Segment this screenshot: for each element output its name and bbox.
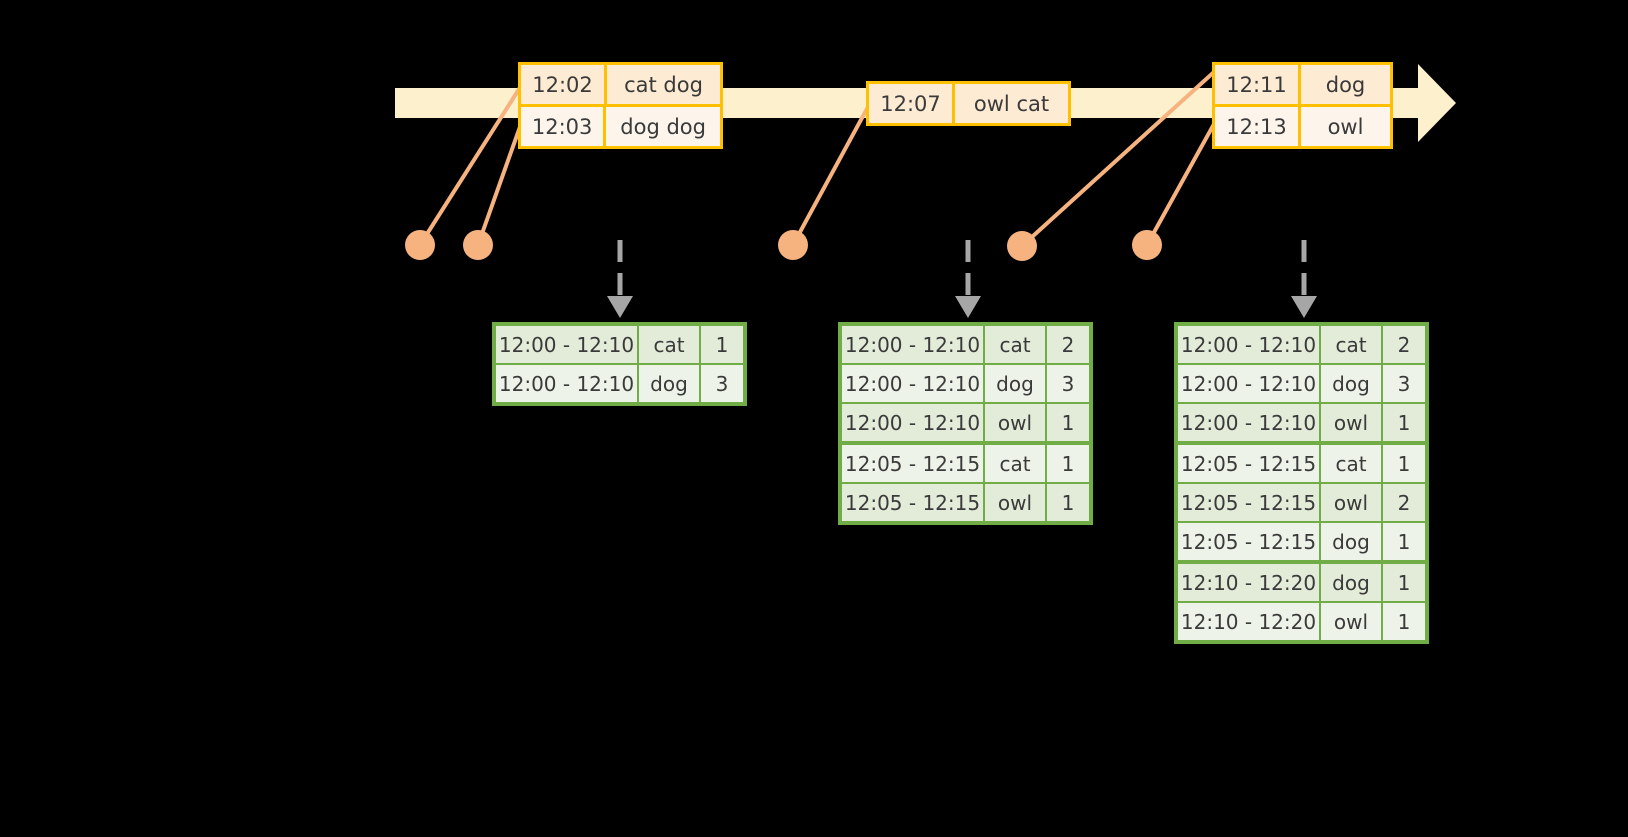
window-cell: 12:05 - 12:15 [1178,484,1321,521]
event-words: owl [1327,114,1364,139]
event-timestamp: 12:03 [521,107,607,146]
connector-lines [418,70,1216,248]
count-cell: 1 [1397,529,1411,554]
word-cell: cat [985,326,1047,363]
window-cell: 12:05 - 12:15 [1178,523,1321,560]
event-box[interactable]: 12:07 owl cat [866,81,1071,126]
word-cell: dog [1321,365,1383,402]
event-words: dog dog [620,114,706,139]
event-box[interactable]: 12:11 dog 12:13 owl [1212,62,1393,149]
count-cell: 1 [1397,570,1411,595]
event-timestamp: 12:02 [521,65,607,104]
count-cell: 3 [1397,371,1411,396]
word-cell: dog [985,365,1047,402]
connector-dot [1132,230,1162,260]
event-words: owl cat [973,91,1050,116]
event-box[interactable]: 12:02 cat dog 12:03 dog dog [518,62,723,149]
count-cell: 1 [1397,410,1411,435]
window-cell: 12:00 - 12:10 [496,326,639,363]
event-row: 12:03 dog dog [521,104,720,146]
window-cell: 12:10 - 12:20 [1178,564,1321,601]
event-words: cat dog [624,72,703,97]
connector-dot [778,230,808,260]
window-cell: 12:00 - 12:10 [1178,404,1321,441]
window-cell: 12:10 - 12:20 [1178,603,1321,640]
count-cell: 3 [715,371,729,396]
window-cell: 12:00 - 12:10 [842,326,985,363]
window-cell: 12:05 - 12:15 [1178,445,1321,482]
window-cell: 12:05 - 12:15 [842,445,985,482]
flow-arrow-down-icon [1291,240,1317,318]
window-cell: 12:00 - 12:10 [1178,365,1321,402]
word-cell: cat [985,445,1047,482]
timeline-arrowhead-icon [1418,64,1456,142]
word-cell: owl [1321,484,1383,521]
flow-arrow-down-icon [607,240,633,318]
count-cell: 2 [1397,332,1411,357]
word-cell: owl [985,484,1047,521]
event-words: dog [1325,72,1366,97]
event-row: 12:13 owl [1215,104,1390,146]
count-cell: 2 [1061,332,1075,357]
word-cell: dog [1321,523,1383,560]
word-cell: owl [1321,404,1383,441]
window-cell: 12:05 - 12:15 [842,484,985,521]
connector-dot [1007,231,1037,261]
flow-arrow-down-icon [955,240,981,318]
word-cell: cat [1321,445,1383,482]
event-row: 12:11 dog [1215,65,1390,104]
event-timestamp: 12:13 [1215,107,1301,146]
word-cell: dog [1321,564,1383,601]
event-row: 12:07 owl cat [869,84,1068,123]
event-timestamp: 12:11 [1215,65,1301,104]
connector-dot [405,230,435,260]
count-cell: 1 [1061,451,1075,476]
word-cell: owl [1321,603,1383,640]
event-row: 12:02 cat dog [521,65,720,104]
connector-dot [463,230,493,260]
count-cell: 1 [1397,609,1411,634]
word-cell: owl [985,404,1047,441]
count-cell: 1 [1397,451,1411,476]
event-timestamp: 12:07 [869,84,955,123]
window-cell: 12:00 - 12:10 [842,404,985,441]
window-cell: 12:00 - 12:10 [842,365,985,402]
count-cell: 3 [1061,371,1075,396]
count-cell: 1 [1061,490,1075,515]
word-cell: cat [639,326,701,363]
count-cell: 2 [1397,490,1411,515]
word-cell: dog [639,365,701,402]
word-cell: cat [1321,326,1383,363]
count-cell: 1 [1061,410,1075,435]
count-cell: 1 [715,332,729,357]
window-cell: 12:00 - 12:10 [496,365,639,402]
window-cell: 12:00 - 12:10 [1178,326,1321,363]
